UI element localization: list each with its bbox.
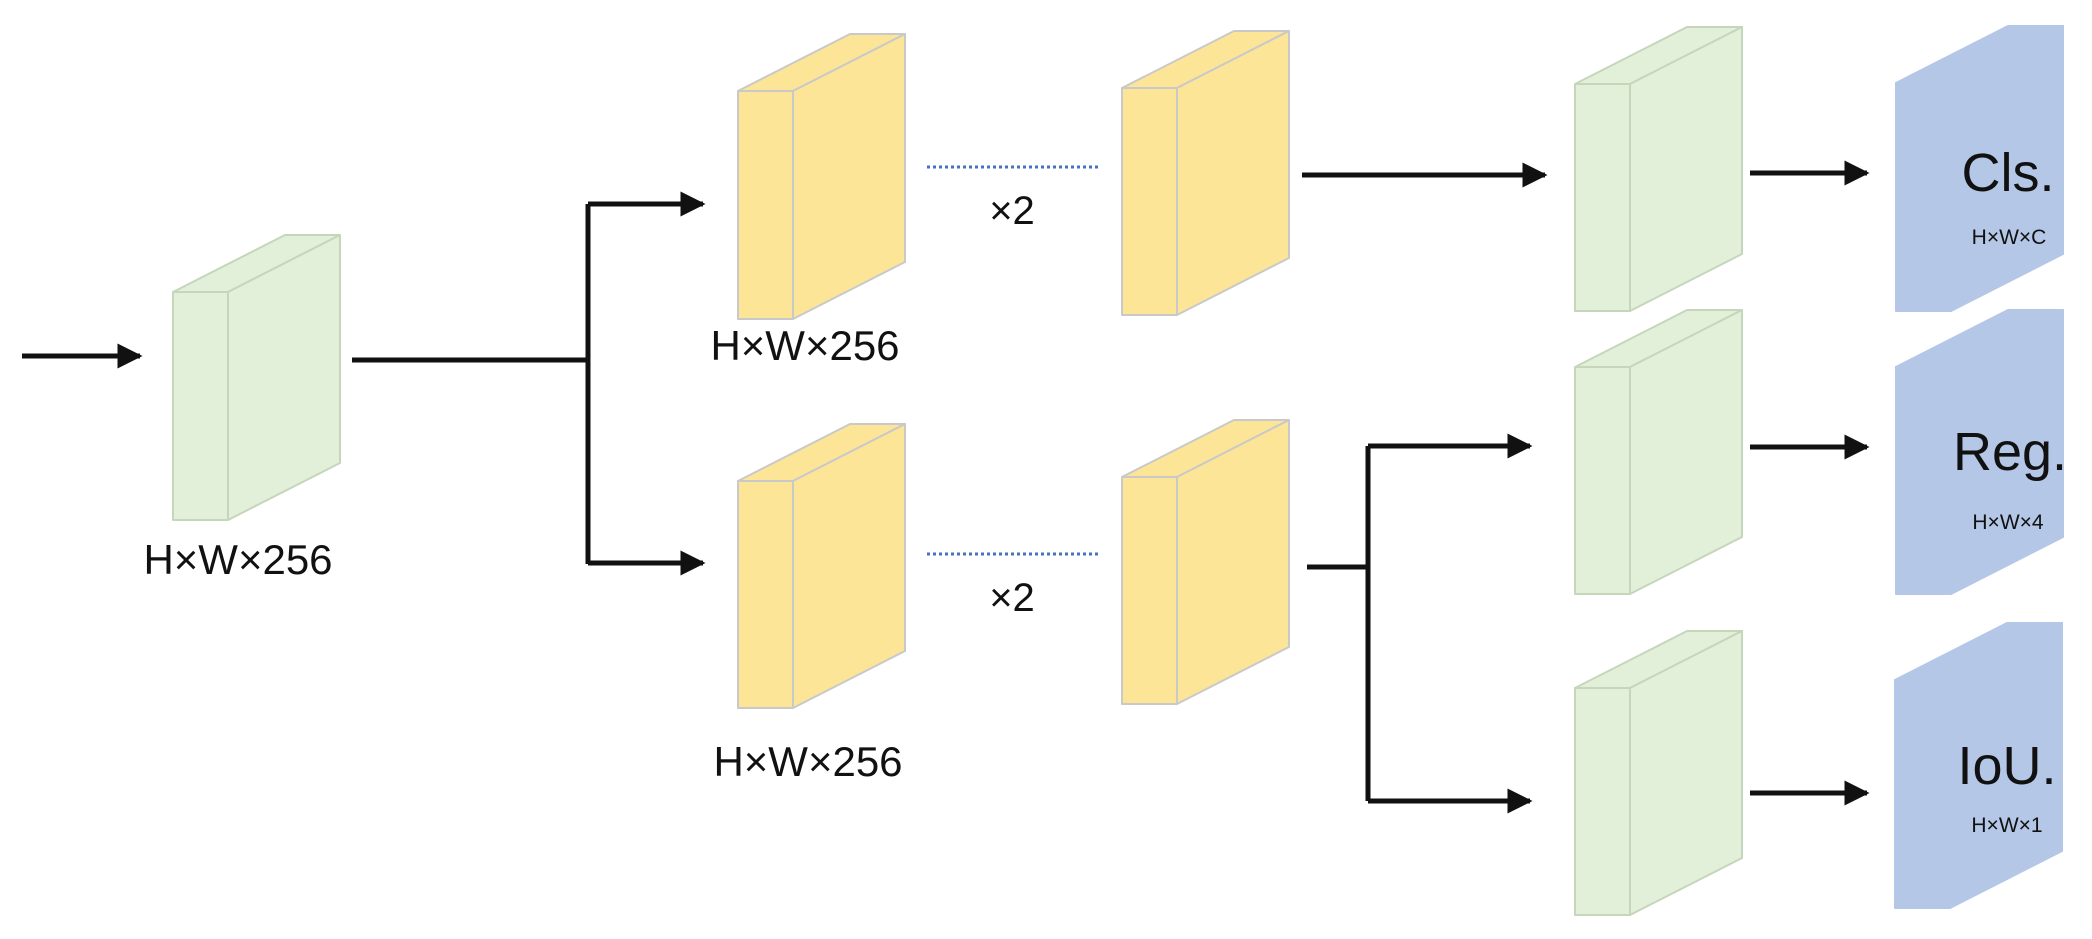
reg-output-front-face [1895, 366, 1952, 595]
connectors [22, 160, 1870, 814]
reg-head-conv [1574, 309, 1743, 595]
iou-head-dim-label: H×W×1 [1971, 814, 2042, 837]
input-feature-map [172, 234, 341, 521]
reg-branch-conv-2-front-face [1121, 476, 1178, 705]
iou-head-conv [1574, 630, 1743, 916]
reg-branch-dim-label: H×W×256 [713, 738, 902, 785]
cls-head-conv [1574, 26, 1743, 312]
iou-output [1894, 622, 2063, 909]
iou-head-conv-front-face [1574, 687, 1631, 916]
reg-head-conv-front-face [1574, 366, 1631, 595]
cls-output-front-face [1895, 82, 1952, 312]
input-dim-label: H×W×256 [143, 536, 332, 583]
cls-head-label: Cls. [1962, 143, 2055, 203]
cls-branch-conv-2 [1121, 30, 1290, 316]
split-connector [352, 204, 591, 564]
cls-branch-conv-1 [737, 33, 906, 320]
cls-head-dim-label: H×W×C [1972, 226, 2047, 249]
input-feature-map-front-face [172, 291, 229, 521]
reg-head-label: Reg. [1953, 422, 2067, 482]
reg-head-dim-label: H×W×4 [1972, 511, 2044, 534]
feature-map-blocks [172, 25, 2064, 916]
cls-branch-conv-2-front-face [1121, 87, 1178, 316]
cls-branch-dim-label: H×W×256 [710, 322, 899, 369]
labels: H×W×256 H×W×256 H×W×256 ×2 ×2 Cls. H×W×C… [143, 143, 2067, 837]
cls-head-conv-front-face [1574, 83, 1631, 312]
iou-output-front-face [1894, 679, 1951, 909]
iou-head-label: IoU. [1957, 736, 2056, 796]
reg-branch-conv-1-front-face [737, 480, 794, 709]
reg-split-connector [1307, 446, 1371, 801]
cls-branch-conv-1-front-face [737, 90, 794, 320]
reg-branch-conv-2 [1121, 419, 1290, 705]
cls-repeat-label: ×2 [989, 189, 1035, 233]
reg-output [1895, 309, 2064, 595]
reg-repeat-label: ×2 [989, 576, 1035, 620]
cls-output [1895, 25, 2064, 312]
reg-branch-conv-1 [737, 423, 906, 709]
